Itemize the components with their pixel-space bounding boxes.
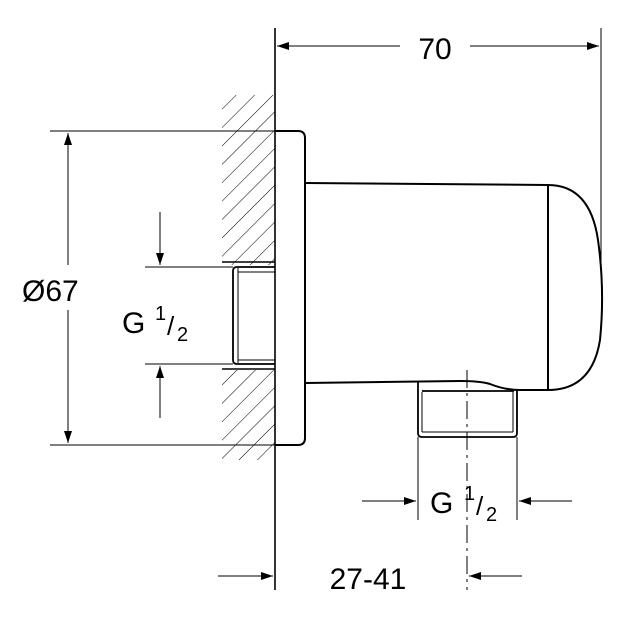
inlet-thread-letter: G — [122, 307, 145, 340]
outlet-thread-letter: G — [430, 487, 453, 520]
outlet-thread-slash: / — [476, 491, 484, 521]
outlet-thread-den: 2 — [486, 504, 497, 526]
wall-offset-label: 27-41 — [330, 563, 407, 596]
dimension-inlet-thread: G 1 / 2 — [122, 212, 188, 418]
wall-section — [222, 95, 275, 460]
inlet-thread — [232, 266, 275, 365]
dimension-flange-diameter: Ø67 — [22, 133, 79, 443]
diameter-label: Ø67 — [22, 275, 79, 308]
dimension-wall-offset: 27-41 — [218, 563, 522, 596]
outlet-thread-num: 1 — [464, 483, 475, 505]
flange — [275, 130, 306, 446]
body — [304, 182, 604, 391]
inlet-thread-den: 2 — [177, 324, 188, 346]
dimension-overall-depth: 70 — [277, 33, 599, 66]
inlet-thread-slash: / — [167, 311, 175, 341]
depth-label: 70 — [418, 33, 451, 66]
dimension-outlet-thread: G 1 / 2 — [362, 483, 572, 526]
inlet-thread-num: 1 — [155, 303, 166, 325]
